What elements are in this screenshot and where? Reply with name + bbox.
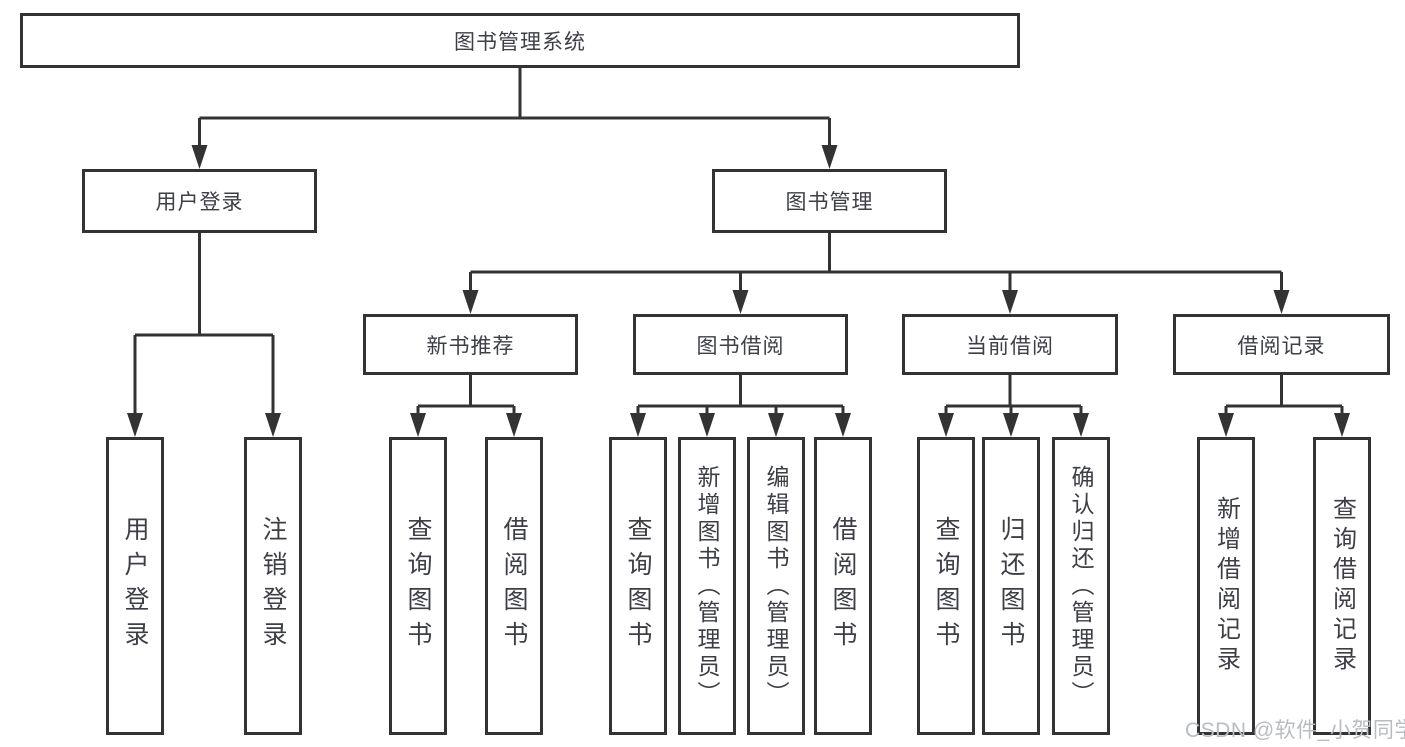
node-label: 图书管理系统	[454, 30, 586, 54]
leaf-user-login: 用户登录	[106, 437, 164, 735]
node-library-management-system: 图书管理系统	[20, 13, 1020, 68]
leaf-label: 注销登录	[259, 516, 287, 656]
node-label: 当前借阅	[966, 334, 1054, 358]
leaf-logout: 注销登录	[244, 437, 302, 735]
csdn-watermark: CSDN @软件_小贺同学	[1185, 719, 1405, 742]
leaf-label: 用户登录	[121, 516, 149, 656]
node-book-borrowing: 图书借阅	[633, 314, 848, 375]
node-label: 新书推荐	[426, 334, 515, 358]
node-label: 图书管理	[785, 191, 874, 214]
leaf-edit-book-admin: 编辑图书（管理员）	[747, 437, 805, 735]
leaf-query-books-3: 查询图书	[917, 437, 975, 735]
node-book-management: 图书管理	[712, 169, 947, 233]
node-new-book-recommend: 新书推荐	[363, 314, 578, 375]
leaf-label: 借阅图书	[829, 516, 857, 656]
leaf-confirm-return-admin: 确认归还（管理员）	[1052, 437, 1110, 735]
node-borrowing-records: 借阅记录	[1173, 314, 1390, 375]
leaf-return-book: 归还图书	[982, 437, 1040, 735]
node-label: 用户登录	[155, 191, 244, 214]
node-current-borrowing: 当前借阅	[902, 314, 1118, 375]
leaf-add-borrow-record: 新增借阅记录	[1197, 437, 1255, 735]
leaf-label: 新增借阅记录	[1212, 496, 1240, 676]
leaf-label: 归还图书	[997, 516, 1025, 656]
leaf-query-books-2: 查询图书	[609, 437, 667, 735]
leaf-label: 查询借阅记录	[1328, 496, 1356, 676]
leaf-borrow-books-1: 借阅图书	[485, 437, 543, 735]
node-label: 图书借阅	[696, 334, 785, 358]
leaf-query-books-1: 查询图书	[389, 437, 447, 735]
leaf-label: 新增图书（管理员）	[694, 464, 720, 708]
node-user-login: 用户登录	[82, 169, 317, 233]
leaf-label: 查询图书	[624, 516, 652, 656]
leaf-query-borrow-record: 查询借阅记录	[1313, 437, 1371, 735]
leaf-label: 确认归还（管理员）	[1068, 464, 1094, 708]
leaf-borrow-books-2: 借阅图书	[814, 437, 872, 735]
node-label: 借阅记录	[1237, 334, 1326, 358]
leaf-label: 查询图书	[932, 516, 960, 656]
leaf-label: 编辑图书（管理员）	[763, 464, 789, 708]
leaf-label: 查询图书	[404, 516, 432, 656]
leaf-label: 借阅图书	[500, 516, 528, 656]
leaf-add-book-admin: 新增图书（管理员）	[678, 437, 736, 735]
